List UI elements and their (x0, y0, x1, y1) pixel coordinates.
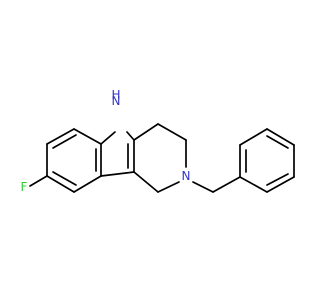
bond-c6-c5 (46, 175, 75, 193)
bond-c4-c3 (157, 123, 187, 141)
bond-ph-3-4-inner (266, 135, 289, 149)
bond-c8a-c8 (73, 128, 102, 145)
bond-n5-c4a (126, 131, 135, 141)
bond-n2-ch2 (192, 181, 214, 193)
bond-c8-c7-inner (52, 134, 77, 149)
nh-hydrogen-label: H (111, 88, 120, 102)
bond-ph-5-6 (266, 176, 295, 193)
bond-c5-c4b (73, 175, 102, 193)
bond-ch2-ph (212, 176, 241, 193)
molecule-structure: N H N F (21, 88, 295, 194)
bond-c8a-n5 (100, 131, 116, 145)
bond-ph-5-6-inner (266, 173, 289, 186)
bond-n2-c1 (157, 181, 180, 193)
bond-c1-c9a (133, 171, 159, 193)
n-benzyl-label: N (182, 169, 191, 183)
bond-ph-2-3 (239, 128, 268, 146)
atom-labels: N H N F (21, 88, 191, 194)
bond-c6-c5-inner (52, 171, 77, 186)
bond-c6-f (29, 175, 48, 187)
nh-nitrogen-label: N (112, 94, 121, 108)
structure-canvas: N H N F (21, 88, 295, 194)
bonds (29, 123, 295, 193)
bond-ph-3-4 (266, 128, 295, 146)
bond-c9a-c4b (100, 171, 135, 177)
fluorine-label: F (21, 180, 28, 194)
bond-ph-6-1 (239, 176, 268, 193)
bond-c8-c7 (46, 128, 75, 145)
bond-c4a-c4 (133, 123, 159, 141)
